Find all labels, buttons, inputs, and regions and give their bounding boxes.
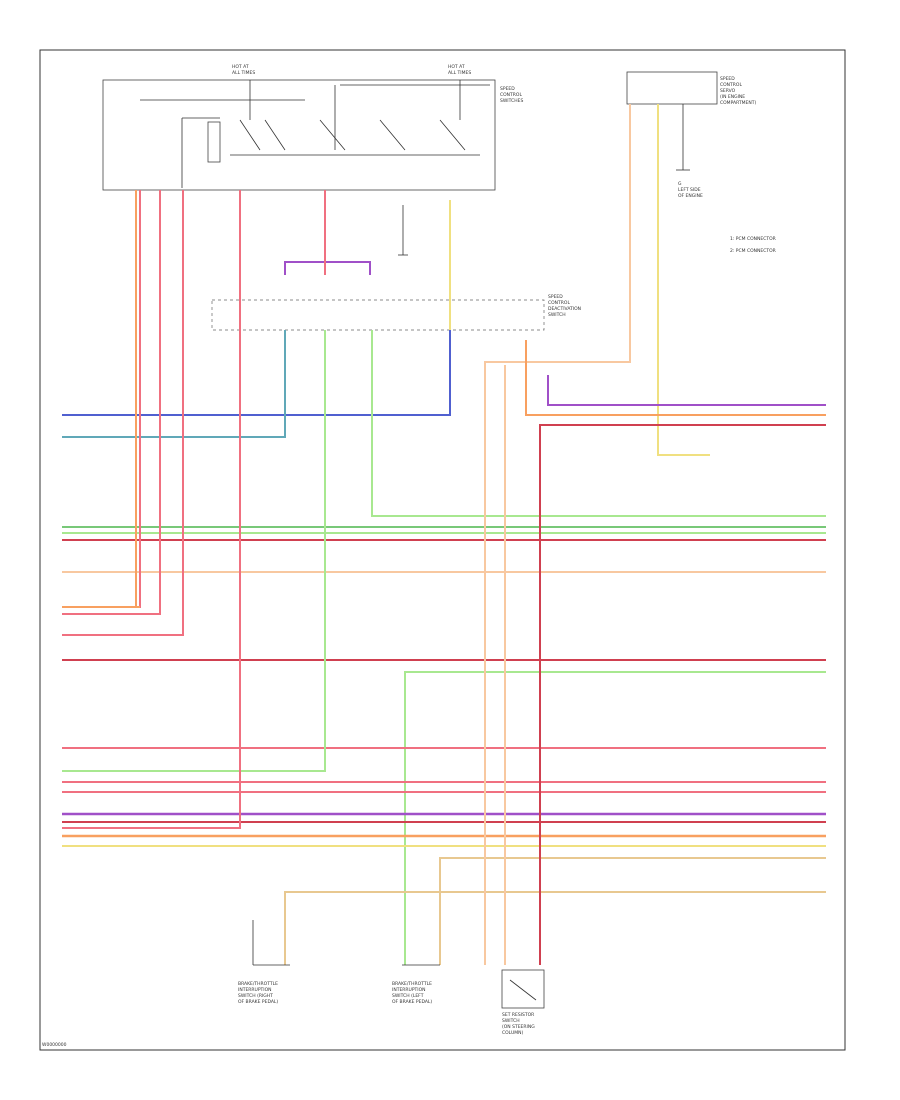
bottom-mid-label-1: INTERRUPTION (392, 987, 426, 993)
ground-label-1: LEFT SIDE (678, 187, 701, 193)
bottom-right-label-2: (ON STEERING (502, 1024, 535, 1030)
svg-text:HOT AT: HOT AT (232, 64, 249, 70)
wire-red-4 (539, 424, 826, 965)
bottom-switch-left-pedal: BRAKE/THROTTLE INTERRUPTION SWITCH (LEFT… (392, 964, 440, 1005)
svg-text:HOT AT: HOT AT (448, 64, 465, 70)
servo-label-3: (IN ENGINE (720, 94, 745, 100)
bottom-left-label-1: INTERRUPTION (238, 987, 272, 993)
wire-violet-3 (547, 375, 826, 406)
wire-green-4 (62, 330, 326, 772)
wire-pink-1 (62, 190, 141, 608)
wire-pink-3 (62, 190, 184, 636)
bottom-left-label-3: OF BRAKE PEDAL) (238, 999, 278, 1005)
bottom-mid-label-0: BRAKE/THROTTLE (392, 981, 432, 987)
bottom-mid-label-2: SWITCH (LEFT (392, 993, 424, 999)
wires (62, 104, 826, 965)
wire-teal (62, 330, 286, 438)
wire-orange-4 (525, 340, 826, 416)
svg-text:CONTROL: CONTROL (500, 92, 522, 98)
bottom-left-label-2: SWITCH (RIGHT (238, 993, 273, 999)
svg-text:SWITCH: SWITCH (548, 312, 566, 318)
wire-lightorange-1 (484, 104, 631, 965)
wire-tan-3 (284, 891, 826, 965)
bottom-right-label-0: SET RESISTOR (502, 1012, 534, 1018)
servo-label-1: CONTROL (720, 82, 742, 88)
connector-block: SPEED CONTROL DEACTIVATION SWITCH (211, 205, 581, 331)
wire-green-3 (404, 671, 826, 965)
svg-text:ALL TIMES: ALL TIMES (448, 70, 471, 76)
ground-label-2: OF ENGINE (678, 193, 703, 199)
servo-label-4: COMPARTMENT) (720, 100, 756, 106)
bottom-right-label-1: SWITCH (502, 1018, 520, 1024)
footer-code: W0000000 (42, 1042, 67, 1048)
wire-pink-2 (62, 190, 161, 615)
svg-text:SPEED: SPEED (548, 294, 563, 300)
bottom-left-label-0: BRAKE/THROTTLE (238, 981, 278, 987)
svg-text:DEACTIVATION: DEACTIVATION (548, 306, 581, 312)
wire-yellow-2 (657, 104, 710, 456)
bottom-switch-right-pedal: BRAKE/THROTTLE INTERRUPTION SWITCH (RIGH… (238, 920, 290, 1005)
svg-text:ALL TIMES: ALL TIMES (232, 70, 255, 76)
diagram-frame (39, 49, 846, 1051)
wire-violet-2 (284, 261, 371, 275)
wire-green-5 (371, 330, 826, 517)
speed-control-servo: SPEED CONTROL SERVO (IN ENGINE COMPARTME… (626, 71, 756, 199)
switch-assembly: HOT AT ALL TIMES HOT AT ALL TIMES SPEED … (102, 64, 523, 191)
legend-line-0: 1: PCM CONNECTOR (730, 236, 776, 242)
legend-line-1: 2: PCM CONNECTOR (730, 248, 776, 254)
servo-label-2: SERVO (720, 88, 736, 94)
svg-text:SWITCHES: SWITCHES (500, 98, 523, 104)
connector-legend: 1: PCM CONNECTOR 2: PCM CONNECTOR (730, 236, 776, 254)
bottom-right-label-3: COLUMN) (502, 1030, 524, 1036)
wire-pink-7 (62, 190, 241, 829)
svg-text:CONTROL: CONTROL (548, 300, 570, 306)
bottom-mid-label-3: OF BRAKE PEDAL) (392, 999, 432, 1005)
servo-label-0: SPEED (720, 76, 735, 82)
ground-label-0: G (678, 181, 682, 187)
wire-blue (62, 330, 451, 416)
svg-text:SPEED: SPEED (500, 86, 515, 92)
wire-tan-2 (439, 857, 826, 965)
set-resistor-switch: SET RESISTOR SWITCH (ON STEERING COLUMN) (501, 969, 545, 1036)
